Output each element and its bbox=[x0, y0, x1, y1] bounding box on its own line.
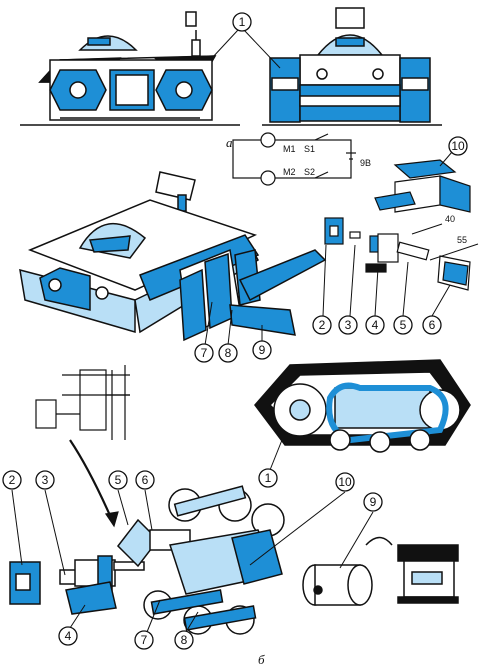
callout-circle bbox=[218, 343, 238, 363]
panel-label-b: б bbox=[258, 652, 265, 665]
callout-circle bbox=[252, 340, 272, 360]
callout-bot-3: 3 bbox=[35, 470, 55, 490]
callout-top-10: 10 bbox=[448, 136, 468, 156]
dimension-55: 55 bbox=[457, 235, 467, 245]
callout-circle bbox=[335, 472, 355, 492]
callout-circle bbox=[338, 315, 358, 335]
dimension-lines bbox=[411, 223, 479, 261]
motor-assembly-mid bbox=[324, 217, 471, 291]
callout-mid-5: 5 bbox=[393, 315, 413, 335]
callout-number: 6 bbox=[142, 473, 149, 487]
callout-number: 9 bbox=[370, 495, 377, 509]
panel-label-a: а bbox=[226, 135, 233, 150]
callout-mid-8: 8 bbox=[218, 343, 238, 363]
callout-bot-6: 6 bbox=[135, 470, 155, 490]
dimension-40: 40 bbox=[445, 214, 455, 224]
callout-circle bbox=[312, 315, 332, 335]
callout-circle bbox=[108, 470, 128, 490]
callout-number: 4 bbox=[372, 318, 379, 332]
callout-circle bbox=[58, 626, 78, 646]
callout-circle bbox=[365, 315, 385, 335]
callout-circle bbox=[232, 12, 252, 32]
circuit-m2-label: M2 bbox=[283, 167, 296, 177]
callout-circle bbox=[363, 492, 383, 512]
callout-number: 10 bbox=[338, 475, 352, 489]
callout-number: 7 bbox=[141, 633, 148, 647]
clamp-fixture bbox=[365, 536, 459, 604]
callout-circle bbox=[134, 630, 154, 650]
bottom-track-assembly bbox=[117, 485, 285, 635]
gear-schematic bbox=[35, 365, 130, 528]
track-detail bbox=[254, 359, 471, 453]
callout-number: 4 bbox=[65, 629, 72, 643]
spool bbox=[302, 564, 373, 606]
callout-number: 10 bbox=[451, 139, 465, 153]
callout-number: 3 bbox=[42, 473, 49, 487]
tank-perspective bbox=[19, 171, 327, 342]
callout-bot-2: 2 bbox=[2, 470, 22, 490]
callout-bot-4: 4 bbox=[58, 626, 78, 646]
callout-number: 9 bbox=[259, 343, 266, 357]
circuit-voltage-label: 9В bbox=[360, 158, 371, 168]
battery-box bbox=[374, 159, 471, 213]
callout-circle bbox=[393, 315, 413, 335]
motor-bottom bbox=[9, 555, 145, 615]
callout-circle bbox=[258, 468, 278, 488]
circuit-m1-label: M1 bbox=[283, 144, 296, 154]
callout-number: 3 bbox=[345, 318, 352, 332]
callout-number: 5 bbox=[400, 318, 407, 332]
callout-markers: 1 10 2 3 4 5 6 7 8 9 1 2 3 4 5 6 7 8 9 10 bbox=[2, 12, 468, 650]
callout-number: 8 bbox=[181, 633, 188, 647]
callout-mid-3: 3 bbox=[338, 315, 358, 335]
circuit-s2-label: S2 bbox=[304, 167, 315, 177]
callout-number: 7 bbox=[201, 346, 208, 360]
tank-side-view bbox=[20, 11, 240, 126]
circuit-s1-label: S1 bbox=[304, 144, 315, 154]
callout-mid-9: 9 bbox=[252, 340, 272, 360]
tank-front-view bbox=[262, 7, 442, 126]
leader-lines bbox=[11, 29, 453, 633]
callout-circle bbox=[35, 470, 55, 490]
callout-mid-6: 6 bbox=[422, 315, 442, 335]
circuit-diagram bbox=[232, 132, 356, 186]
callout-circle bbox=[135, 470, 155, 490]
callout-top-1: 1 bbox=[232, 12, 252, 32]
callout-circle bbox=[2, 470, 22, 490]
callout-number: 6 bbox=[429, 318, 436, 332]
callout-number: 1 bbox=[239, 15, 246, 29]
callout-mid-4: 4 bbox=[365, 315, 385, 335]
callout-number: 2 bbox=[319, 318, 326, 332]
callout-mid-2: 2 bbox=[312, 315, 332, 335]
callout-number: 2 bbox=[9, 473, 16, 487]
callout-bot-8: 8 bbox=[174, 630, 194, 650]
callout-circle bbox=[448, 136, 468, 156]
callout-circle bbox=[174, 630, 194, 650]
callout-number: 1 bbox=[265, 471, 272, 485]
callout-bot-10: 10 bbox=[335, 472, 355, 492]
callout-mid-7: 7 bbox=[194, 343, 214, 363]
callout-track-1: 1 bbox=[258, 468, 278, 488]
callout-number: 5 bbox=[115, 473, 122, 487]
callout-bot-9: 9 bbox=[363, 492, 383, 512]
callout-bot-7: 7 bbox=[134, 630, 154, 650]
callout-bot-5: 5 bbox=[108, 470, 128, 490]
callout-circle bbox=[194, 343, 214, 363]
callout-circle bbox=[422, 315, 442, 335]
callout-number: 8 bbox=[225, 346, 232, 360]
